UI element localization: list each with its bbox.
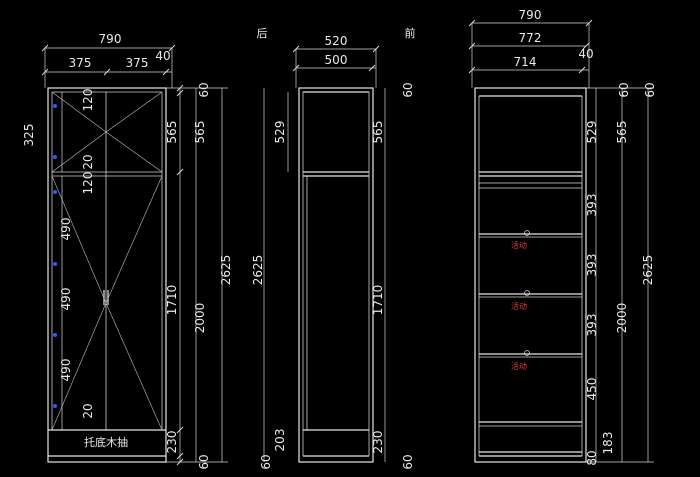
left-dim-490-c: 490 [59, 359, 73, 382]
right-dim-183: 183 [601, 432, 615, 455]
left-top-dim-b: 375 [126, 56, 149, 70]
left-right-dim-2625: 2625 [219, 255, 233, 286]
right-dim-450: 450 [585, 378, 599, 401]
right-dim-60-b: 60 [617, 82, 631, 97]
right-view: 790 772 714 40 活动 活动 活动 529 393 [468, 8, 657, 466]
left-dim-490-a: 490 [59, 218, 73, 241]
left-right-dim-565: 565 [165, 121, 179, 144]
left-dim-490-b: 490 [59, 288, 73, 311]
right-dim-80: 80 [585, 450, 599, 465]
mid-top-dim-520: 520 [325, 34, 348, 48]
right-top-dim-40: 40 [578, 47, 593, 61]
left-dim-325: 325 [22, 124, 36, 147]
right-dim-393-c: 393 [585, 314, 599, 337]
inner-dim-120-top: 120 [81, 89, 95, 112]
mid-left-dim-60: 60 [259, 454, 273, 469]
left-view: 790 375 375 40 325 490 490 [22, 32, 233, 470]
right-dim-2000: 2000 [615, 303, 629, 334]
front-view-label: 前 [405, 26, 416, 40]
mid-top-dim-500: 500 [325, 53, 348, 67]
left-top-dim-a: 375 [69, 56, 92, 70]
left-right-dim-1710: 1710 [165, 285, 179, 316]
mid-right-dim-1710: 1710 [371, 285, 385, 316]
mid-right-dim-60-bottom: 60 [401, 454, 415, 469]
shelf-label-2: 活动 [511, 301, 527, 311]
left-right-dim-565-b: 565 [193, 121, 207, 144]
inner-dim-20-bottom: 20 [81, 403, 95, 418]
right-dim-2625: 2625 [641, 255, 655, 286]
right-top-dim-772: 772 [519, 31, 542, 45]
left-top-dim-total: 790 [99, 32, 122, 46]
drawer-label: 托底木抽 [84, 435, 128, 449]
inner-dim-120-mid: 120 [81, 172, 95, 195]
mid-left-dim-2625: 2625 [251, 255, 265, 286]
mid-left-dim-203: 203 [273, 429, 287, 452]
left-right-dim-230: 230 [165, 431, 179, 454]
right-dim-393-b: 393 [585, 254, 599, 277]
right-top-dim-714: 714 [514, 55, 537, 69]
back-view-label: 后 [257, 27, 268, 40]
right-dim-393-a: 393 [585, 194, 599, 217]
mid-right-dim-60-top: 60 [401, 82, 415, 97]
left-right-dim-2000: 2000 [193, 303, 207, 334]
right-dim-565: 565 [615, 121, 629, 144]
right-dim-529: 529 [585, 121, 599, 144]
shelf-label-3: 活动 [511, 361, 527, 371]
mid-left-dim-529: 529 [273, 121, 287, 144]
right-dim-60-c: 60 [643, 82, 657, 97]
mid-right-dim-230: 230 [371, 431, 385, 454]
left-right-dim-60-top: 60 [197, 82, 211, 97]
right-top-dim-790: 790 [519, 8, 542, 22]
inner-dim-20-mid: 20 [81, 154, 95, 169]
shelf-label-1: 活动 [511, 240, 527, 250]
mid-right-dim-565: 565 [371, 121, 385, 144]
left-top-dim-c: 40 [155, 49, 170, 63]
middle-view: 520 500 529 2625 60 203 60 565 1710 230 … [251, 34, 415, 470]
